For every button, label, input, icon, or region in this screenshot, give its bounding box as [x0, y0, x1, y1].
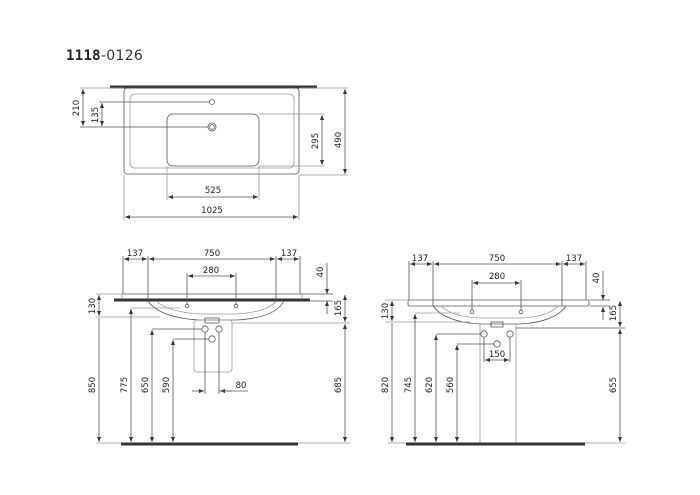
- drawing-title: 1118-0126: [66, 48, 143, 64]
- drain-inner: [209, 124, 215, 130]
- siphon-cover: [193, 319, 233, 373]
- dim-280-r: 280: [489, 272, 505, 282]
- tap-hole: [209, 99, 215, 105]
- dim-135: 135: [91, 107, 101, 123]
- dim-685: 685: [334, 377, 344, 393]
- dim-655: 655: [609, 377, 619, 393]
- dim-775: 775: [120, 377, 130, 393]
- dim-620: 620: [425, 377, 435, 393]
- model-code: 1118: [66, 48, 101, 64]
- dim-137-right-r: 137: [566, 254, 582, 264]
- dim-745: 745: [404, 377, 414, 393]
- dim-280: 280: [203, 266, 219, 276]
- dim-80: 80: [236, 381, 247, 391]
- dim-650: 650: [141, 377, 151, 393]
- dim-137-left-r: 137: [412, 254, 428, 264]
- dim-137-left: 137: [127, 249, 143, 259]
- basin-rim: [129, 93, 295, 169]
- dim-165: 165: [334, 300, 344, 316]
- dim-130: 130: [88, 298, 98, 314]
- drain-hole: [207, 122, 217, 132]
- front-view-right: 137 750 137 280 40 165 130 820 745 62: [381, 254, 625, 446]
- basin-slab: [407, 299, 590, 307]
- dim-165-r: 165: [609, 305, 619, 321]
- dim-850: 850: [88, 377, 98, 393]
- dim-295: 295: [311, 133, 321, 149]
- dim-750-r: 750: [489, 254, 505, 264]
- title-separator: -: [100, 48, 107, 64]
- bowl-profile: [147, 300, 285, 321]
- dim-590: 590: [162, 377, 172, 393]
- model-variant: 0126: [106, 48, 144, 64]
- dim-40-r: 40: [592, 273, 602, 284]
- front-view-left: 137 750 137 280 40 165 130 850 775 650: [88, 249, 350, 446]
- dim-560: 560: [446, 377, 456, 393]
- dim-490: 490: [334, 132, 344, 148]
- top-view: 210 135 295 490 525 1025: [72, 85, 348, 220]
- bowl-profile-right: [432, 305, 567, 325]
- dim-820: 820: [381, 377, 391, 393]
- dim-130-r: 130: [381, 303, 391, 319]
- dim-750: 750: [204, 249, 220, 259]
- dim-137-right: 137: [281, 249, 297, 259]
- dim-210: 210: [72, 100, 82, 116]
- basin-outline: [123, 87, 300, 175]
- basin-bowl: [166, 113, 260, 167]
- dim-525: 525: [205, 186, 221, 196]
- dim-150: 150: [489, 350, 505, 360]
- dim-1025: 1025: [201, 206, 223, 216]
- dim-40: 40: [316, 267, 326, 278]
